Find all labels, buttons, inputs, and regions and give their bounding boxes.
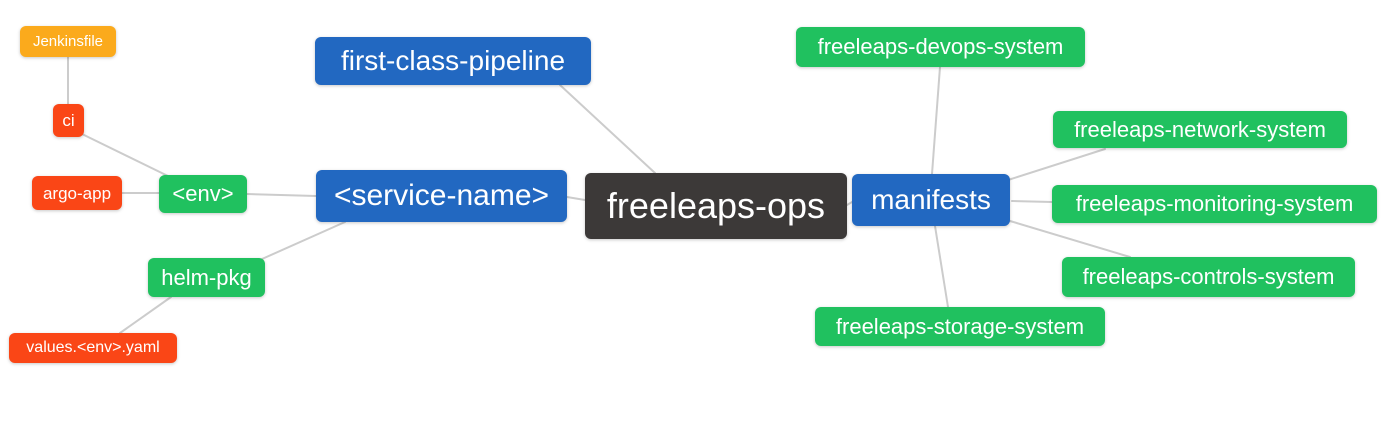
edge-helm-pkg--values-env-yaml xyxy=(119,296,172,334)
edge-manifests--freeleaps-devops-system xyxy=(931,66,941,175)
edge-ci--env xyxy=(81,133,171,178)
edge-first-class-pipeline--freeleaps-ops xyxy=(559,84,656,174)
node-service-name[interactable]: <service-name> xyxy=(316,170,567,222)
node-freeleaps-devops-system[interactable]: freeleaps-devops-system xyxy=(796,27,1085,67)
edge-freeleaps-ops--manifests xyxy=(846,201,853,206)
node-ci[interactable]: ci xyxy=(53,104,84,137)
edge-service-name--freeleaps-ops xyxy=(566,196,586,201)
edge-manifests--freeleaps-network-system xyxy=(1007,148,1106,181)
node-env[interactable]: <env> xyxy=(159,175,247,213)
edge-service-name--helm-pkg xyxy=(261,221,346,260)
node-values-env-yaml[interactable]: values.<env>.yaml xyxy=(9,333,177,363)
node-freeleaps-storage-system[interactable]: freeleaps-storage-system xyxy=(815,307,1105,346)
node-first-class-pipeline[interactable]: first-class-pipeline xyxy=(315,37,591,85)
node-freeleaps-ops[interactable]: freeleaps-ops xyxy=(585,173,847,239)
node-helm-pkg[interactable]: helm-pkg xyxy=(148,258,265,297)
edge-manifests--freeleaps-controls-system xyxy=(1009,220,1131,258)
edge-manifests--freeleaps-storage-system xyxy=(934,225,949,308)
node-freeleaps-monitoring-system[interactable]: freeleaps-monitoring-system xyxy=(1052,185,1377,223)
edge-env--service-name xyxy=(246,193,317,197)
node-jenkinsfile[interactable]: Jenkinsfile xyxy=(20,26,116,57)
node-manifests[interactable]: manifests xyxy=(852,174,1010,226)
node-freeleaps-network-system[interactable]: freeleaps-network-system xyxy=(1053,111,1347,148)
edge-manifests--freeleaps-monitoring-system xyxy=(1011,200,1053,203)
node-argo-app[interactable]: argo-app xyxy=(32,176,122,210)
node-freeleaps-controls-system[interactable]: freeleaps-controls-system xyxy=(1062,257,1355,297)
